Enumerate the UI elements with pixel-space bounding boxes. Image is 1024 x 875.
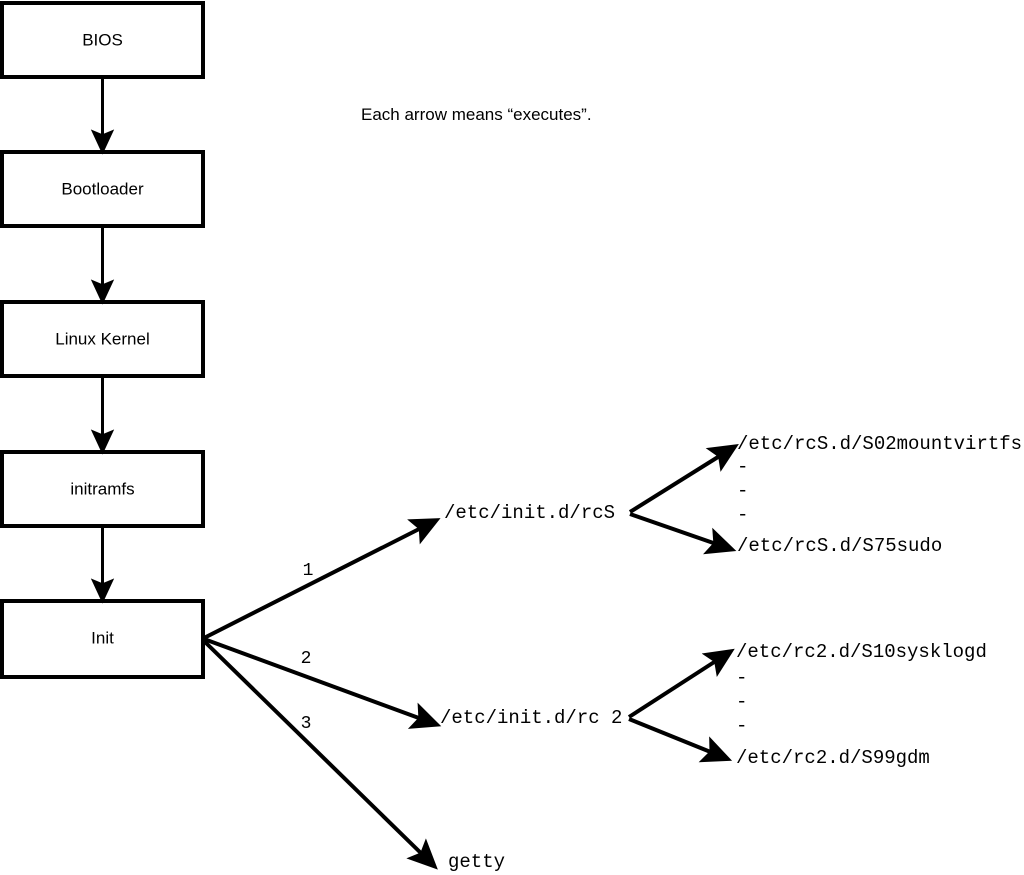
label-etc-init-d-rc-2: /etc/init.d/rc 2 (440, 707, 622, 729)
box-linux-kernel-label: Linux Kernel (55, 329, 150, 348)
box-initramfs-rect (0, 450, 205, 528)
branch-number-1: 1 (303, 561, 314, 581)
rcs-ellipsis-dash-2: - (737, 480, 748, 502)
arrow-init-to-rc2 (203, 637, 442, 729)
box-linux-kernel: Linux Kernel (0, 300, 205, 378)
branch-number-2: 2 (301, 649, 312, 669)
rc2-ellipsis-dash-3: - (736, 715, 747, 737)
rcs-ellipsis-dash-1: - (737, 456, 748, 478)
rc2-ellipsis-dash-2: - (736, 691, 747, 713)
box-bootloader: Bootloader (0, 150, 205, 228)
box-bios: BIOS (0, 1, 205, 79)
arrow-init-to-rcs (203, 518, 441, 640)
branch-number-3: 3 (301, 714, 312, 734)
box-bootloader-label: Bootloader (61, 179, 144, 198)
box-bios-label: BIOS (82, 30, 123, 49)
caption-each-arrow-means-executes: Each arrow means “executes”. (361, 105, 592, 124)
label-etc-init-d-rcs: /etc/init.d/rcS (444, 502, 615, 524)
arrow-rcs-to-last-script (629, 512, 737, 555)
box-init: Init (0, 599, 205, 679)
box-init-label: Init (91, 628, 114, 647)
rc2-ellipsis-dash-1: - (736, 667, 747, 689)
label-rc2-first-script: /etc/rc2.d/S10sysklogd (736, 641, 987, 663)
label-rcs-last-script: /etc/rcS.d/S75sudo (737, 535, 942, 557)
box-initramfs: initramfs (0, 450, 205, 528)
arrow-rc2-to-first-script (627, 648, 735, 719)
arrow-rcs-to-first-script (628, 443, 739, 514)
box-bios-rect (0, 1, 205, 79)
label-getty: getty (448, 851, 505, 873)
rcs-ellipsis-dash-3: - (737, 504, 748, 526)
box-initramfs-label: initramfs (70, 479, 134, 498)
arrow-init-to-getty (202, 639, 438, 870)
arrow-rc2-to-last-script (628, 717, 733, 763)
box-bootloader-rect (0, 150, 205, 228)
label-rc2-last-script: /etc/rc2.d/S99gdm (736, 747, 930, 769)
label-rcs-first-script: /etc/rcS.d/S02mountvirtfs (737, 433, 1022, 455)
